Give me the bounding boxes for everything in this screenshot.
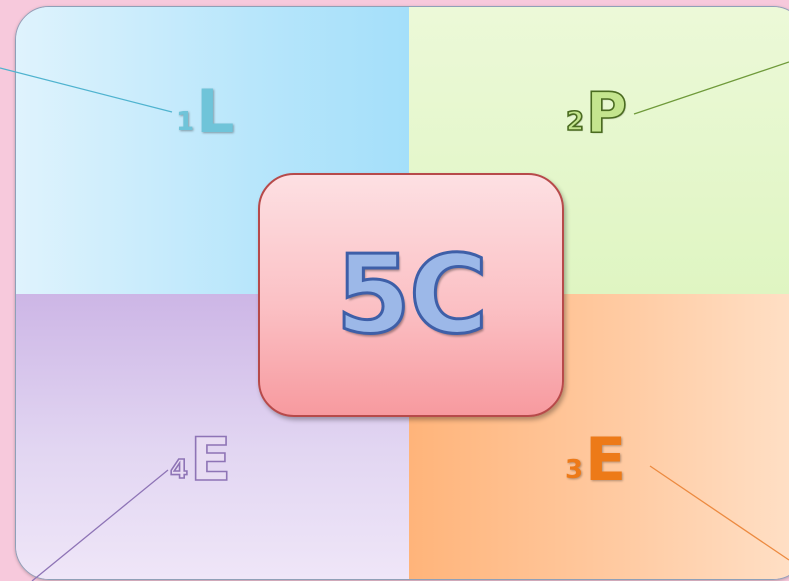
- label-1-letter: L: [196, 77, 235, 147]
- label-2-number: 2: [565, 107, 585, 137]
- label-4-e: 4E: [169, 429, 232, 491]
- label-3-e: 3E: [565, 430, 626, 490]
- label-4-number: 4: [169, 455, 189, 485]
- label-2-letter: P: [585, 81, 628, 146]
- label-3-letter: E: [585, 425, 627, 495]
- label-4-letter: E: [189, 425, 232, 495]
- label-1-l: 1L: [176, 82, 234, 142]
- center-title: 5C: [334, 231, 489, 359]
- center-box: 5C: [258, 173, 564, 417]
- label-2-p: 2P: [565, 85, 628, 143]
- label-3-number: 3: [565, 455, 584, 485]
- label-1-number: 1: [176, 107, 195, 137]
